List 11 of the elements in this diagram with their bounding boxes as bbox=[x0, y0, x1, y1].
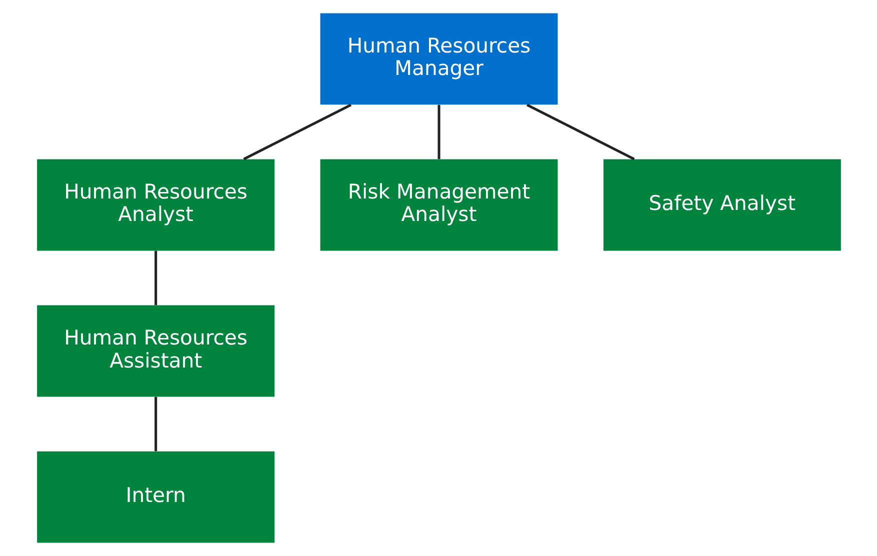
connector bbox=[437, 104, 440, 160]
connector bbox=[154, 250, 157, 306]
connector bbox=[242, 104, 352, 160]
node-box: Human Resources Manager bbox=[320, 13, 558, 105]
connector bbox=[154, 396, 157, 452]
node-box: Safety Analyst bbox=[602, 159, 840, 251]
node-box: Intern bbox=[36, 451, 274, 543]
node-box: Risk Management Analyst bbox=[320, 159, 558, 251]
connector bbox=[526, 104, 634, 160]
node-box: Human Resources Analyst bbox=[36, 159, 274, 251]
node-box: Human Resources Assistant bbox=[36, 305, 274, 397]
